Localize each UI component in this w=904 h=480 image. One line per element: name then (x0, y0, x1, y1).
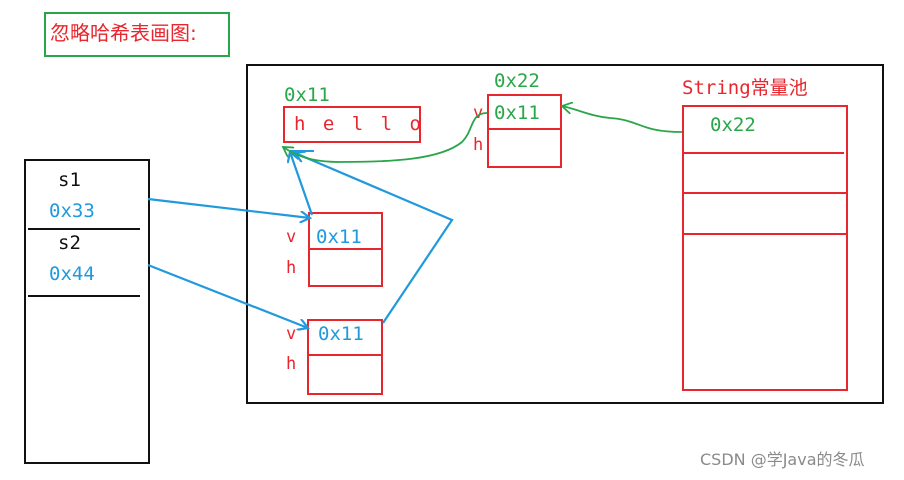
watermark: CSDN @学Java的冬瓜 (700, 450, 865, 469)
object-1-h-label: h (286, 258, 297, 278)
stack-s2-value: 0x44 (49, 263, 95, 285)
string-pool-entry-value: 0x22 (710, 114, 756, 136)
heap-region (246, 64, 884, 404)
stack-s2-label: s2 (58, 232, 81, 254)
object-2-divider (309, 354, 381, 356)
string-object-v-label: v (473, 103, 484, 123)
string-pool-box (682, 105, 848, 391)
stack-s1-value: 0x33 (49, 200, 95, 222)
object-2-v-label: v (286, 324, 297, 344)
object-1-v-value: 0x11 (316, 226, 362, 248)
object-1-v-label: v (286, 227, 297, 247)
string-pool-row-divider-1 (684, 152, 844, 154)
char-array-address: 0x11 (284, 84, 330, 106)
char-array-content: h e l l o (294, 113, 424, 135)
string-object-v-value: 0x11 (494, 102, 540, 124)
string-object-divider (489, 128, 560, 130)
diagram-title: 忽略哈希表画图: (50, 21, 197, 45)
string-pool-row-divider-3 (684, 233, 848, 235)
string-pool-row-divider-2 (684, 192, 848, 194)
string-object-h-label: h (473, 135, 484, 155)
object-2-h-label: h (286, 354, 297, 374)
object-1-divider (310, 248, 381, 250)
string-object-address: 0x22 (494, 70, 540, 92)
string-pool-title: String常量池 (682, 77, 808, 99)
string-object-box (487, 94, 562, 168)
title-box (44, 12, 230, 57)
stack-divider-1 (28, 228, 140, 230)
stack-divider-2 (28, 295, 140, 297)
object-2-v-value: 0x11 (318, 323, 364, 345)
stack-s1-label: s1 (58, 169, 81, 191)
